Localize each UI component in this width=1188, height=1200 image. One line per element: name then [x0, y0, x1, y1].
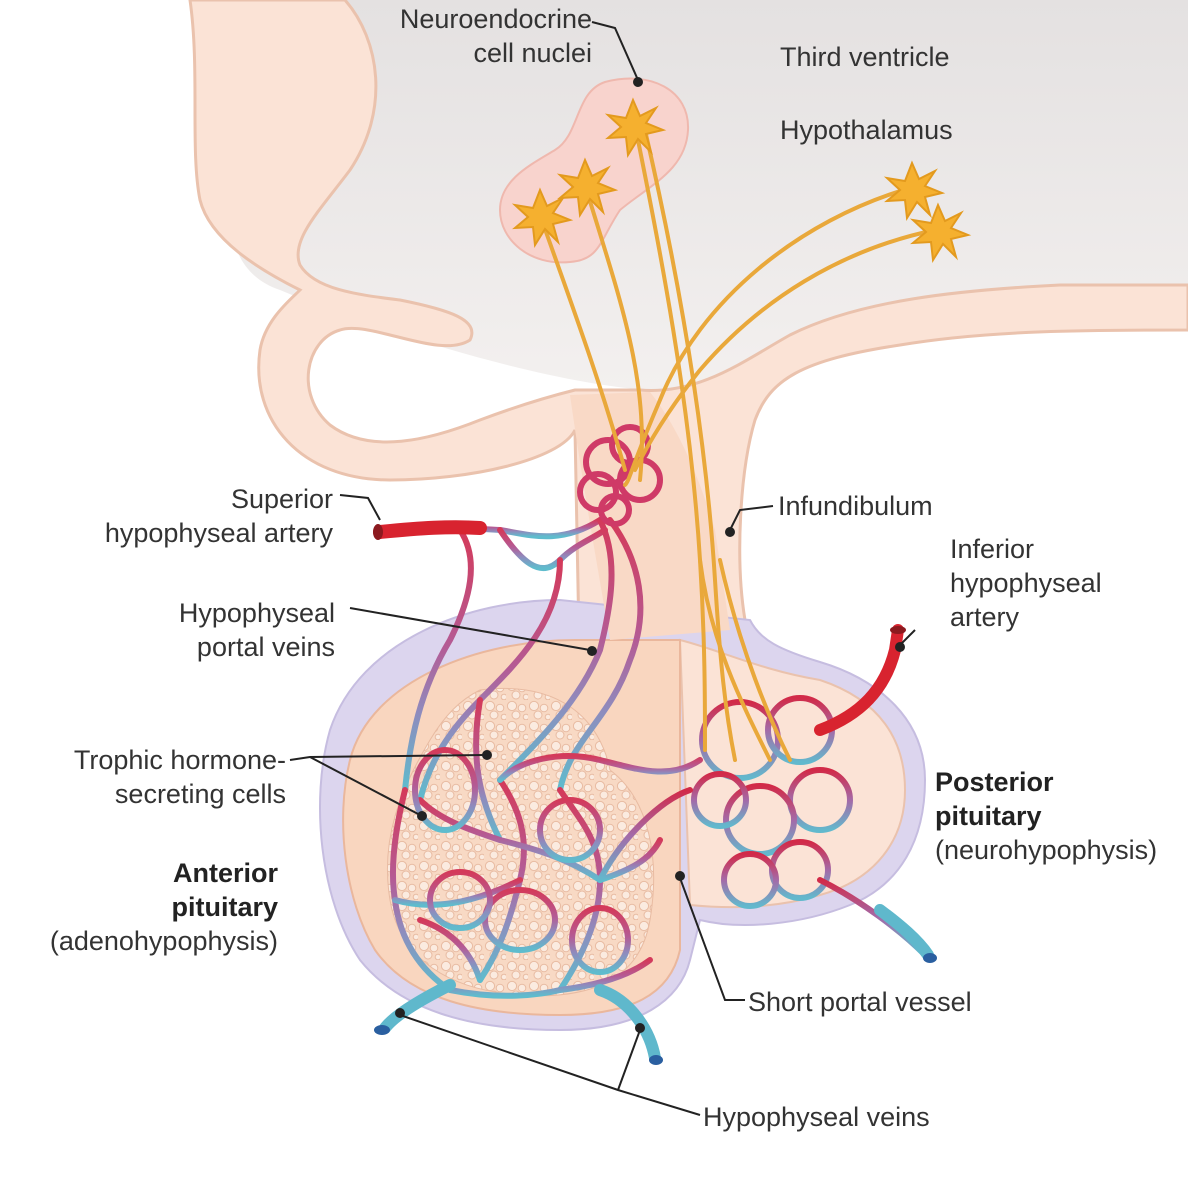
- label-short-portal: Short portal vessel: [748, 985, 972, 1019]
- inferior-artery-end: [890, 626, 906, 634]
- label-hypophyseal-veins-text: Hypophyseal veins: [703, 1102, 930, 1132]
- label-anterior-2: pituitary: [171, 892, 278, 922]
- label-superior-artery-2: hypophyseal artery: [104, 518, 333, 548]
- superior-artery: [373, 520, 487, 539]
- label-superior-artery: Superior hypophyseal artery: [80, 482, 333, 550]
- label-trophic-cells-2: secreting cells: [114, 779, 286, 809]
- neuron-3: [604, 97, 667, 158]
- label-posterior-1: Posterior: [935, 767, 1054, 797]
- label-neuroendocrine: Neuroendocrine cell nuclei: [380, 2, 592, 70]
- label-inferior-artery-2: hypophyseal: [950, 568, 1102, 598]
- label-portal-veins-1: Hypophyseal: [178, 598, 335, 628]
- label-hypothalamus-text: Hypothalamus: [780, 115, 953, 145]
- label-posterior: Posterior pituitary (neurohypophysis): [935, 765, 1157, 867]
- neuron-4: [883, 160, 946, 221]
- label-trophic-cells-1: Trophic hormone-: [73, 745, 286, 775]
- inferior-artery: [814, 624, 904, 736]
- label-portal-veins-2: portal veins: [196, 632, 335, 662]
- label-inferior-artery-1: Inferior: [950, 534, 1035, 564]
- label-posterior-2: pituitary: [935, 801, 1042, 831]
- label-neuroendocrine-2: cell nuclei: [473, 38, 592, 68]
- neuron-1: [511, 187, 574, 248]
- vein-mid: [594, 984, 661, 1064]
- label-portal-veins: Hypophyseal portal veins: [130, 596, 335, 664]
- label-hypothalamus: Hypothalamus: [780, 113, 953, 147]
- label-trophic-cells: Trophic hormone- secreting cells: [30, 743, 286, 811]
- neurons: [511, 97, 972, 263]
- vein-mid-end: [649, 1055, 663, 1065]
- label-inferior-artery-3: artery: [950, 602, 1020, 632]
- label-anterior-1: Anterior: [172, 858, 278, 888]
- vein-right: [874, 904, 934, 961]
- leader-lines: [289, 21, 916, 1116]
- label-infundibulum: Infundibulum: [778, 489, 933, 523]
- label-anterior: Anterior pituitary (adenohypophysis): [30, 856, 278, 958]
- axons: [538, 123, 937, 762]
- label-inferior-artery: Inferior hypophyseal artery: [950, 532, 1102, 634]
- label-superior-artery-1: Superior: [230, 484, 333, 514]
- vein-left-end: [374, 1025, 390, 1035]
- label-infundibulum-text: Infundibulum: [778, 491, 933, 521]
- vein-left: [379, 979, 456, 1034]
- label-third-ventricle: Third ventricle: [780, 40, 950, 74]
- superior-artery-end: [373, 524, 383, 540]
- label-hypophyseal-veins: Hypophyseal veins: [703, 1100, 930, 1134]
- vein-right-end: [923, 953, 937, 963]
- neuron-5: [909, 202, 972, 263]
- label-posterior-3: (neurohypophysis): [935, 835, 1158, 865]
- label-neuroendocrine-1: Neuroendocrine: [399, 4, 592, 34]
- label-third-ventricle-text: Third ventricle: [780, 42, 950, 72]
- neuron-2: [556, 157, 619, 218]
- label-anterior-3: (adenohypophysis): [49, 926, 278, 956]
- label-short-portal-text: Short portal vessel: [748, 987, 972, 1017]
